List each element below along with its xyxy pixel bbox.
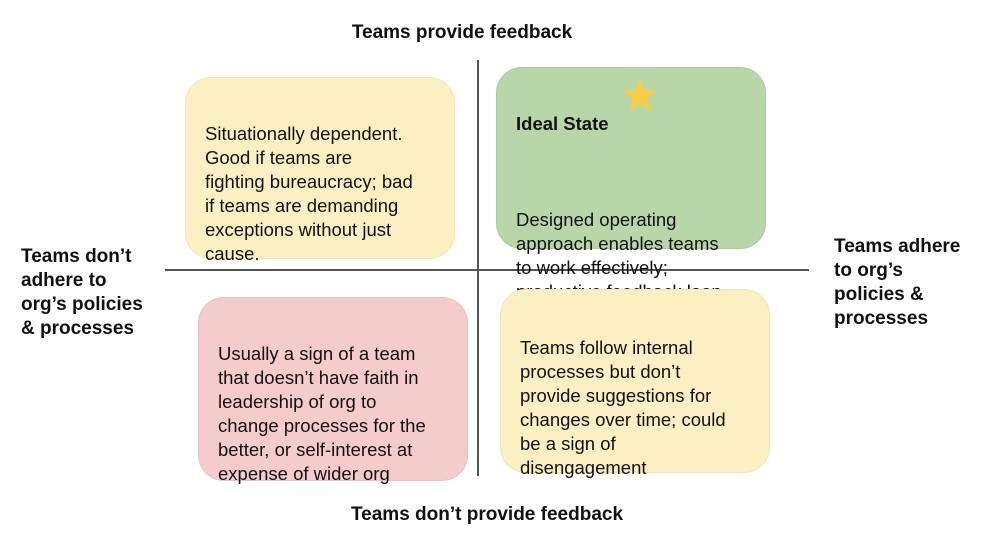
axis-label-top: Teams provide feedback xyxy=(351,22,573,43)
star-icon xyxy=(622,77,658,112)
quadrant-top-right: Ideal State Designed operating approach … xyxy=(496,67,766,326)
axis-label-bottom: Teams don’t provide feedback xyxy=(350,504,624,525)
quadrant-title: Ideal State xyxy=(516,113,609,134)
quadrant-text: Teams follow internal processes but don’… xyxy=(520,337,726,478)
horizontal-axis-line xyxy=(165,269,809,271)
quadrant-bottom-right: Teams follow internal processes but don’… xyxy=(500,289,770,478)
quadrant-top-left: Situationally dependent. Good if teams a… xyxy=(185,77,455,264)
axis-label-right: Teams adhere to org’s policies & process… xyxy=(834,236,961,329)
axis-label-left: Teams don’t adhere to org’s policies & p… xyxy=(21,246,143,339)
quadrant-text: Usually a sign of a team that doesn’t ha… xyxy=(218,343,426,484)
vertical-axis-line xyxy=(477,60,479,476)
quadrant-text: Situationally dependent. Good if teams a… xyxy=(205,123,413,264)
quadrant-bottom-left: Usually a sign of a team that doesn’t ha… xyxy=(198,297,468,484)
